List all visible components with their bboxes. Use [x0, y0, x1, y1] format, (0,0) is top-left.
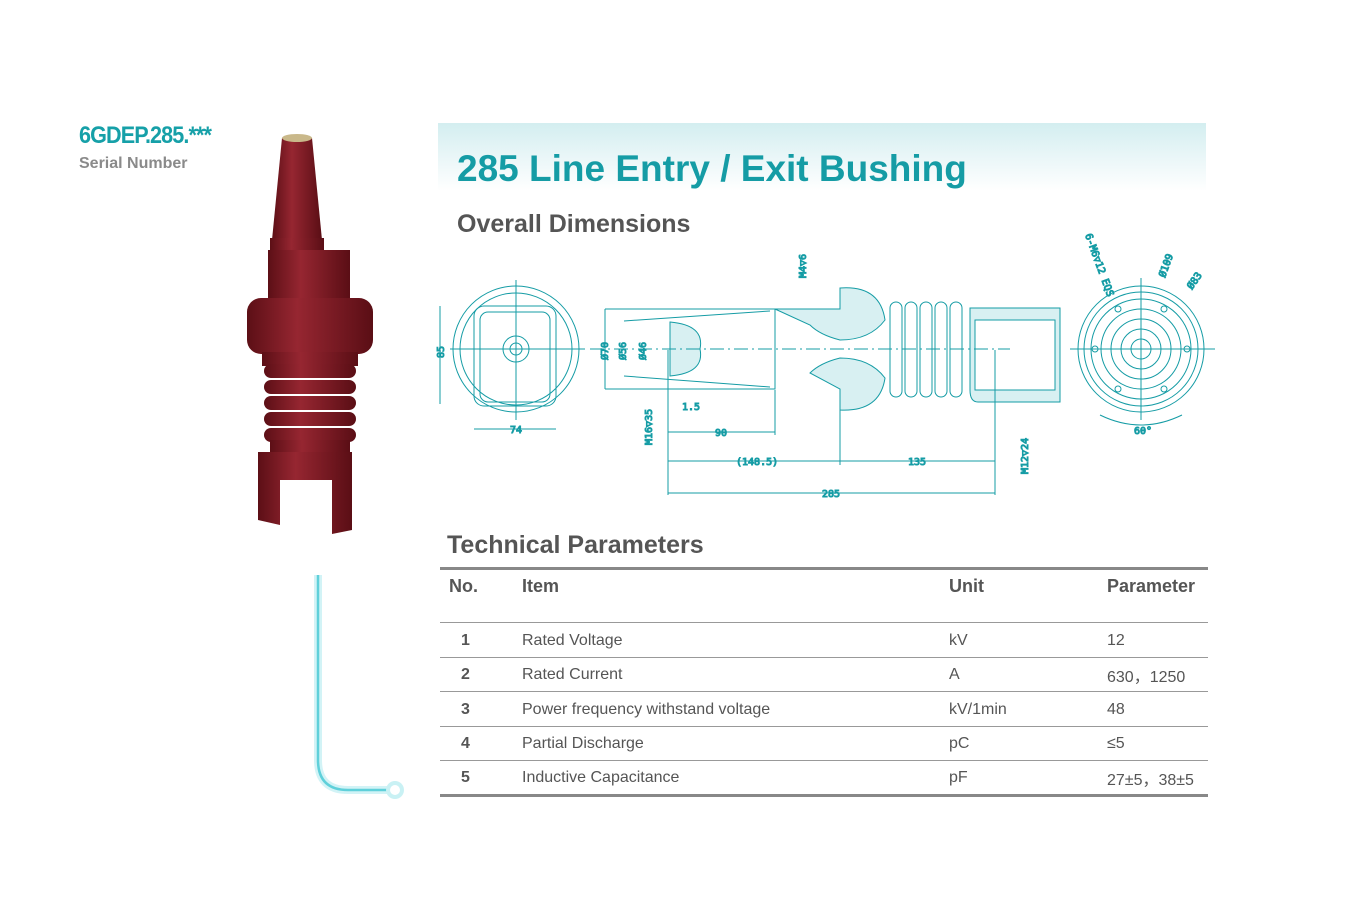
row-unit: pF [949, 769, 968, 787]
col-item: Item [522, 576, 560, 596]
row-no: 4 [461, 735, 470, 753]
dim-90: 90 [715, 428, 727, 439]
row-no: 2 [461, 666, 470, 684]
dim-85: 85 [436, 346, 447, 358]
row-value: 27±5，38±5 [1107, 772, 1194, 790]
row-item: Inductive Capacitance [522, 769, 680, 787]
row-item: Rated Current [522, 666, 623, 684]
table-row: 2 Rated Current A 630，1250 [440, 657, 1208, 692]
dim-1-5: 1.5 [682, 402, 700, 413]
bushing-product-image [247, 134, 373, 534]
dim-m4: M4▽6 [798, 254, 809, 278]
side-view [590, 287, 1061, 495]
dim-148-5: (148.5) [736, 457, 778, 468]
dim-135: 135 [908, 457, 926, 468]
dim-d83: Ø83 [1185, 270, 1205, 292]
dim-74: 74 [510, 425, 522, 436]
page-title: 285 Line Entry / Exit Bushing [457, 148, 967, 189]
row-unit: pC [949, 735, 970, 753]
dim-285: 285 [822, 489, 840, 500]
col-unit: Unit [949, 576, 984, 596]
table-row: 4 Partial Discharge pC ≤5 [440, 726, 1208, 761]
title-band [438, 123, 1206, 191]
row-item: Partial Discharge [522, 735, 644, 753]
dim-d46: Ø46 [637, 342, 649, 360]
row-unit: kV/1min [949, 700, 1007, 718]
row-item: Power frequency withstand voltage [522, 700, 771, 718]
serial-number: 6GDEP.285.*** [79, 122, 212, 149]
dim-d109: Ø109 [1157, 252, 1177, 279]
col-parameter: Parameter [1107, 576, 1196, 596]
row-no: 3 [461, 700, 470, 718]
dimension-drawing: 85 74 Ø70 Ø56 Ø46 M16▽35 1.5 90 (148.5) … [436, 232, 1215, 501]
row-value: ≤5 [1107, 735, 1125, 753]
serial-number-label: Serial Number [79, 155, 188, 172]
row-value: 12 [1107, 631, 1125, 649]
row-no: 5 [461, 769, 470, 787]
dim-60deg: 60° [1134, 426, 1152, 437]
dim-m12: M12▽24 [1020, 438, 1031, 474]
row-value: 48 [1107, 700, 1125, 718]
row-unit: A [949, 666, 960, 684]
row-unit: kV [949, 631, 968, 649]
parameters-heading: Technical Parameters [447, 531, 704, 559]
connector-line-decoration [314, 575, 404, 799]
table-header-row: No. Item Unit Parameter [440, 568, 1208, 623]
table-row: 3 Power frequency withstand voltage kV/1mi… [440, 691, 1208, 727]
flange-view [1070, 278, 1215, 426]
parameters-table: No. Item Unit Parameter 1 Rated Voltage kV… [440, 567, 1208, 797]
end-view [439, 280, 585, 430]
dim-m16: M16▽35 [644, 409, 655, 445]
dim-6-m6: 6-M6▽12 EQS [1082, 232, 1115, 298]
dim-d70: Ø70 [599, 342, 611, 360]
row-item: Rated Voltage [522, 631, 623, 649]
col-no: No. [449, 576, 478, 596]
table-row: 5 Inductive Capacitance pF 27±5，38±5 [440, 760, 1208, 795]
row-no: 1 [461, 631, 470, 649]
dim-d56: Ø56 [617, 342, 629, 360]
dimensions-heading: Overall Dimensions [457, 210, 691, 238]
table-row: 1 Rated Voltage kV 12 [440, 622, 1208, 658]
row-value: 630，1250 [1107, 669, 1186, 687]
